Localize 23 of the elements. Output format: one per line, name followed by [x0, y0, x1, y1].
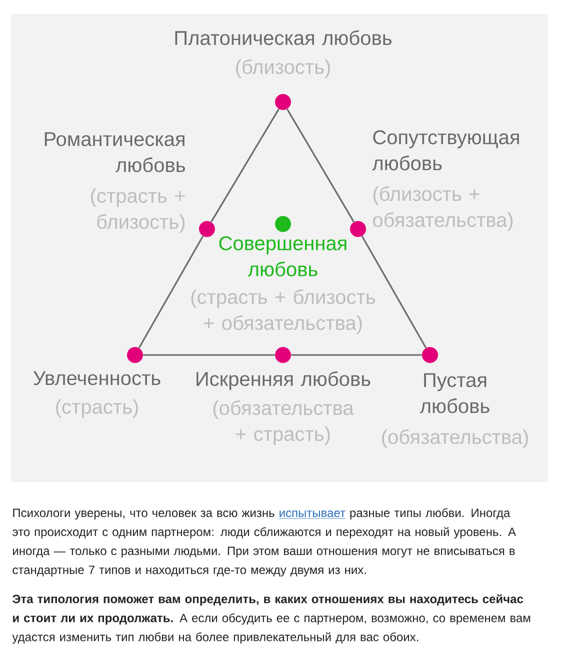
- love-type-title: Платоническая любовь: [175, 30, 392, 46]
- dot: [422, 347, 438, 363]
- dot: [275, 216, 291, 232]
- triangle-side: [138, 236, 204, 348]
- love-type-title: Искренняя любовь: [196, 371, 370, 390]
- paragraph: Эта типология поможет вам определить, в каких отношениях вы находитесь сейчас и стоит ли их продолжать. А если обсудить ее с партнером, возможно, со временем вам удастся изменить тип любви на более привлекательный для вас обоих.: [12, 594, 530, 644]
- dot: [199, 221, 215, 237]
- triangle-side: [210, 108, 280, 222]
- triangle-side: [286, 108, 355, 222]
- triangle-side: [291, 354, 422, 356]
- dot: [350, 221, 366, 237]
- link: испытывает: [278, 510, 346, 519]
- love-type-title: Совершенная любовь: [219, 236, 346, 276]
- love-type-title: Пустая любовь: [420, 373, 490, 414]
- triangle-side: [143, 354, 275, 356]
- dot: [275, 347, 291, 363]
- dot: [127, 347, 143, 363]
- love-type-title: Сопутствующая любовь: [372, 130, 519, 170]
- dot: [275, 94, 291, 110]
- paragraph: Психологи уверены, что человек за всю жизнь испытывает разные типы любви. Иногда это происходит с одним партнером: люди сближаются и переходят на новый уровень. А иногда — только с разными людьми. При этом ваши отношения могут не вписываться в стандартные 7 типов и находиться где-то между двумя из них.: [12, 508, 516, 576]
- triangle-side: [361, 236, 427, 348]
- love-type-title: Романтическая любовь: [44, 132, 185, 172]
- love-type-title: Увлеченность: [33, 371, 160, 386]
